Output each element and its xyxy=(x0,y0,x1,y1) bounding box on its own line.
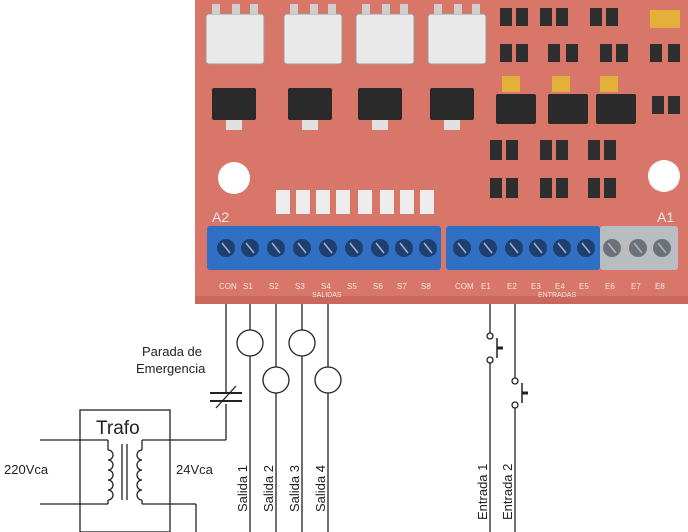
terminal-labels-outputs: CON S1 S2 S3 S4 S5 S6 S7 S8 xyxy=(219,282,431,291)
output-label: Salida 4 xyxy=(313,465,328,512)
terminal-label: E6 xyxy=(605,282,615,291)
terminal-label: E5 xyxy=(579,282,589,291)
trimmer-pots xyxy=(502,10,680,92)
primary-voltage-label: 220Vca xyxy=(4,462,49,477)
terminal-label: S8 xyxy=(421,282,431,291)
terminal-label: E7 xyxy=(631,282,641,291)
terminal-label: COM xyxy=(455,282,474,291)
terminal-screw[interactable] xyxy=(319,239,337,257)
transformer-label: Trafo xyxy=(96,418,140,439)
output-label: Salida 3 xyxy=(287,465,302,512)
group-label-salidas: SALIDAS xyxy=(312,292,342,299)
smd-components xyxy=(490,8,680,198)
terminal-screw[interactable] xyxy=(629,239,647,257)
input-label: Entrada 1 xyxy=(475,464,490,520)
terminal-label: S4 xyxy=(321,282,331,291)
terminal-label: S7 xyxy=(397,282,407,291)
terminal-screw[interactable] xyxy=(395,239,413,257)
terminal-screw[interactable] xyxy=(553,239,571,257)
terminal-screw[interactable] xyxy=(217,239,235,257)
terminal-label: CON xyxy=(219,282,237,291)
terminal-label: S3 xyxy=(295,282,305,291)
opto-relay-row xyxy=(205,13,487,65)
input-label: Entrada 2 xyxy=(500,464,515,520)
terminal-label: S1 xyxy=(243,282,253,291)
output-label: Salida 2 xyxy=(261,465,276,512)
terminal-labels-inputs: COM E1 E2 E3 E4 E5 E6 E7 E8 xyxy=(455,282,665,291)
corner-label-a1: A1 xyxy=(657,209,674,225)
wiring xyxy=(40,304,528,532)
terminal-label: S2 xyxy=(269,282,279,291)
emergency-stop-label-line2: Emergencia xyxy=(136,361,206,376)
terminal-screw[interactable] xyxy=(479,239,497,257)
terminal-screw[interactable] xyxy=(453,239,471,257)
terminal-label: E8 xyxy=(655,282,665,291)
terminal-screw[interactable] xyxy=(267,239,285,257)
output-label: Salida 1 xyxy=(235,465,250,512)
terminal-label: S6 xyxy=(373,282,383,291)
emergency-stop-label-line1: Parada de xyxy=(142,344,202,359)
terminal-screws xyxy=(217,239,671,257)
terminal-screw[interactable] xyxy=(603,239,621,257)
terminal-screw[interactable] xyxy=(577,239,595,257)
terminal-screw[interactable] xyxy=(419,239,437,257)
terminal-screw[interactable] xyxy=(345,239,363,257)
output-labels: Salida 1 Salida 2 Salida 3 Salida 4 xyxy=(235,465,328,512)
terminal-screw[interactable] xyxy=(293,239,311,257)
led-row xyxy=(276,190,434,214)
power-transistors xyxy=(212,88,636,124)
input-labels: Entrada 1 Entrada 2 xyxy=(475,464,515,520)
terminal-label: S5 xyxy=(347,282,357,291)
terminal-label: E1 xyxy=(481,282,491,291)
group-label-entradas: ENTRADAS xyxy=(538,292,576,299)
corner-label-a2: A2 xyxy=(212,209,229,225)
secondary-voltage-label: 24Vca xyxy=(176,462,214,477)
mounting-hole-right xyxy=(648,160,680,192)
terminal-screw[interactable] xyxy=(241,239,259,257)
terminal-screw[interactable] xyxy=(529,239,547,257)
terminal-screw[interactable] xyxy=(653,239,671,257)
mounting-hole-left xyxy=(218,162,250,194)
terminal-label: E4 xyxy=(555,282,565,291)
terminal-screw[interactable] xyxy=(505,239,523,257)
terminal-screw[interactable] xyxy=(371,239,389,257)
terminal-label: E2 xyxy=(507,282,517,291)
terminal-label: E3 xyxy=(531,282,541,291)
